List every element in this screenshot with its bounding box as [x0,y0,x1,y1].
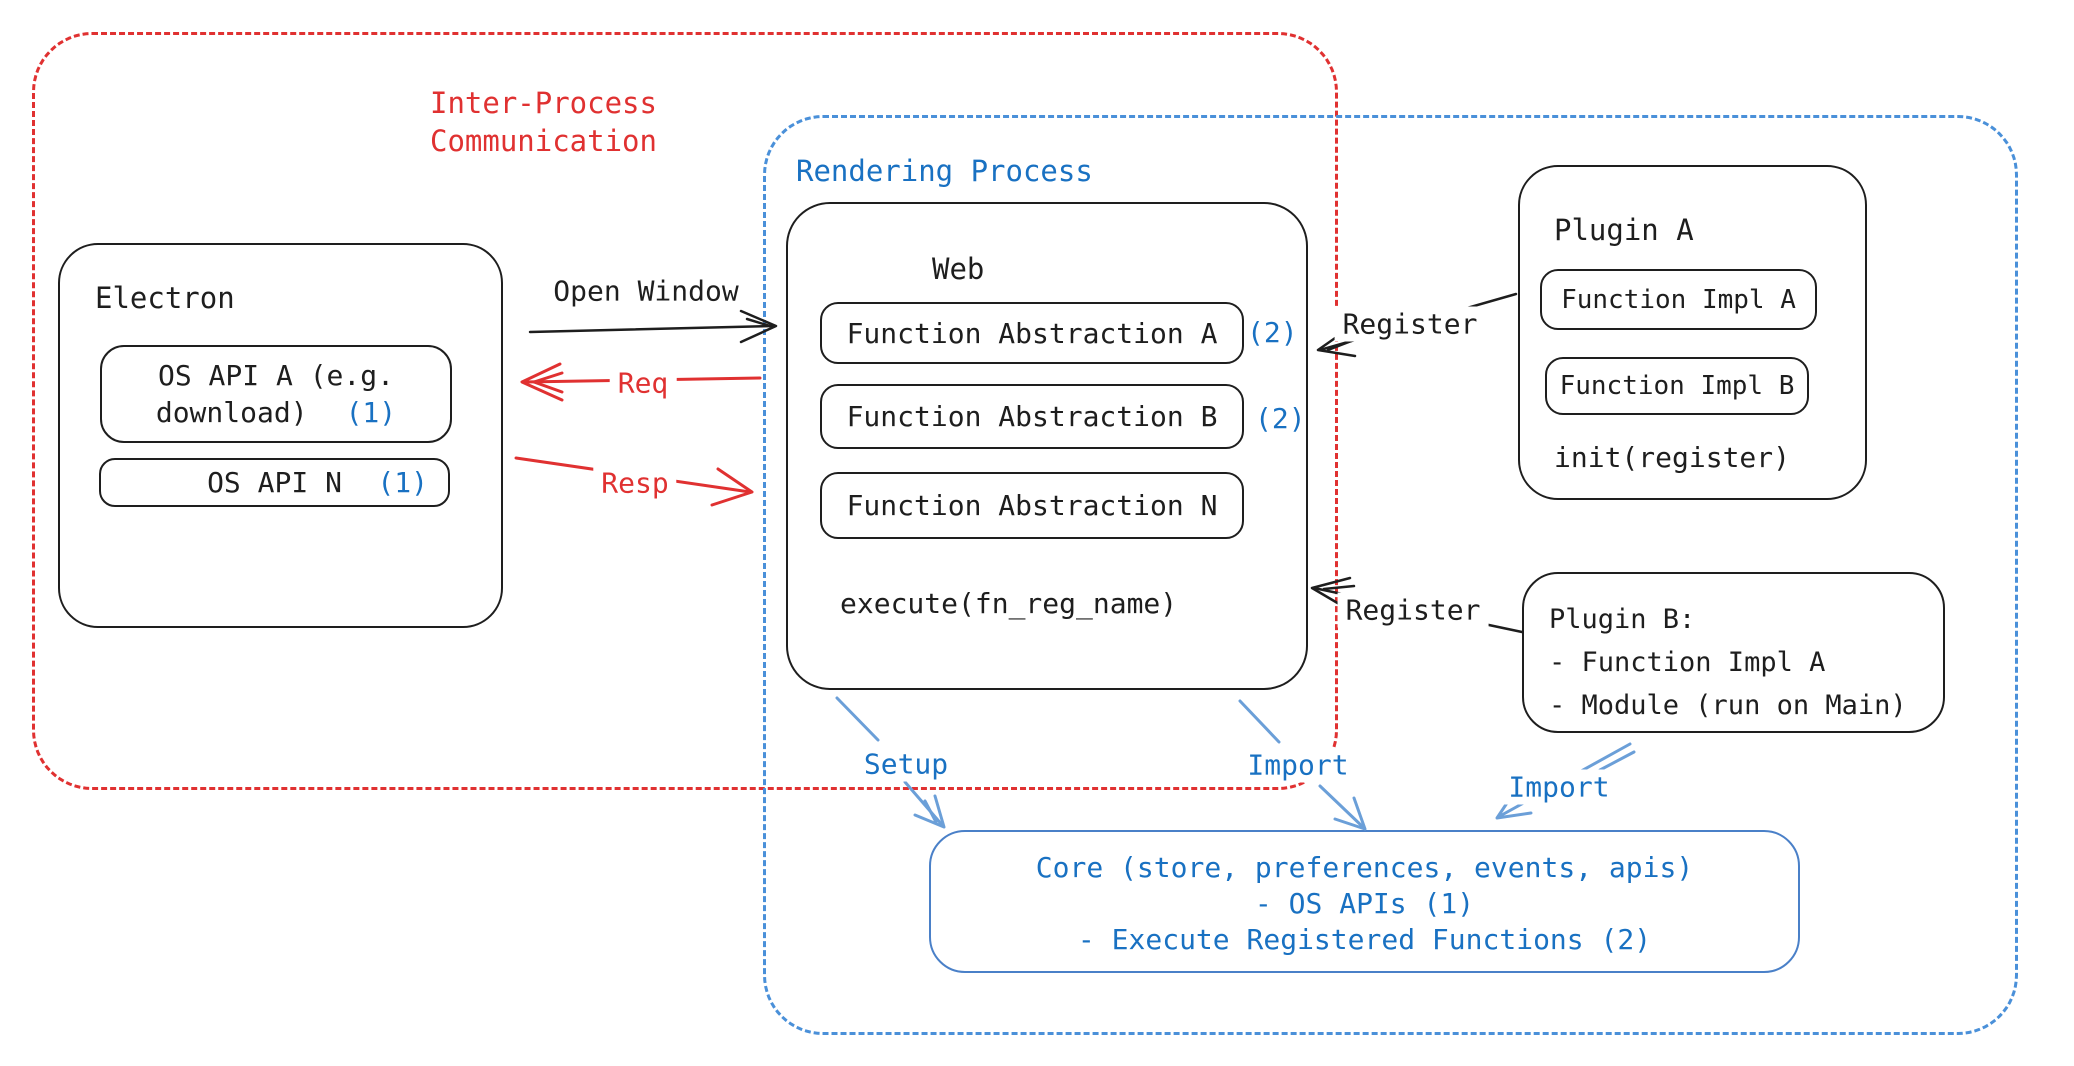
plugin-a-title: Plugin A [1554,213,1694,247]
ipc-group-box [32,32,1338,790]
os-api-n-ref: (1) [377,466,428,499]
os-api-n-label: OS API N [207,466,342,499]
setup-label: Setup [855,746,957,782]
function-abstraction-n-box: Function Abstraction N [820,472,1244,539]
open-window-label: Open Window [545,273,747,309]
req-label: Req [609,365,677,401]
rendering-process-title: Rendering Process [796,154,1093,188]
os-api-a-line1: OS API A (e.g. [157,359,394,392]
core-node: Core (store, preferences, events, apis) … [929,830,1800,973]
ipc-title-line2: Communication [430,124,657,158]
import-plugin-b-label: Import [1500,769,1618,805]
web-title: Web [932,252,985,286]
ipc-title-line1: Inter-Process [430,86,657,120]
core-line1: Core (store, preferences, events, apis) [1035,851,1694,884]
plugin-b-item-1: - Function Impl A [1549,647,1826,678]
plugin-a-node: Plugin A Function Impl A Function Impl B… [1518,165,1867,500]
register-plugin-b-label: Register [1337,592,1489,628]
os-api-a-box: OS API A (e.g. download) (1) [100,345,452,443]
os-api-n-box: OS API N (1) [99,458,450,507]
function-impl-a-box: Function Impl A [1540,269,1817,330]
plugin-b-content: Plugin B: - Function Impl A - Module (run … [1549,598,1907,727]
plugin-a-init-label: init(register) [1554,441,1791,474]
function-impl-b-box: Function Impl B [1545,357,1809,415]
import-web-label: Import [1239,747,1357,783]
execute-label: execute(fn_reg_name) [840,587,1178,620]
web-node: Web Function Abstraction A (2) Function … [786,202,1308,690]
plugin-b-item-2: - Module (run on Main) [1549,690,1907,721]
function-abstraction-b-ref: (2) [1255,402,1306,435]
rendering-process-group-box [763,115,2018,1035]
function-abstraction-b-box: Function Abstraction B [820,384,1244,449]
os-api-a-line2: download) [155,396,308,429]
os-api-a-ref: (1) [345,396,397,429]
plugin-b-node: Plugin B: - Function Impl A - Module (run … [1522,572,1945,733]
function-abstraction-a-box: Function Abstraction A [820,302,1244,364]
plugin-b-title: Plugin B: [1549,604,1696,635]
function-abstraction-a-ref: (2) [1247,316,1298,349]
core-line3: - Execute Registered Functions (2) [1077,923,1652,956]
electron-title: Electron [95,281,235,315]
core-line2: - OS APIs (1) [1254,887,1475,920]
register-plugin-a-label: Register [1334,306,1486,342]
resp-label: Resp [593,465,677,501]
electron-node: Electron OS API A (e.g. download) (1) OS… [58,243,503,628]
